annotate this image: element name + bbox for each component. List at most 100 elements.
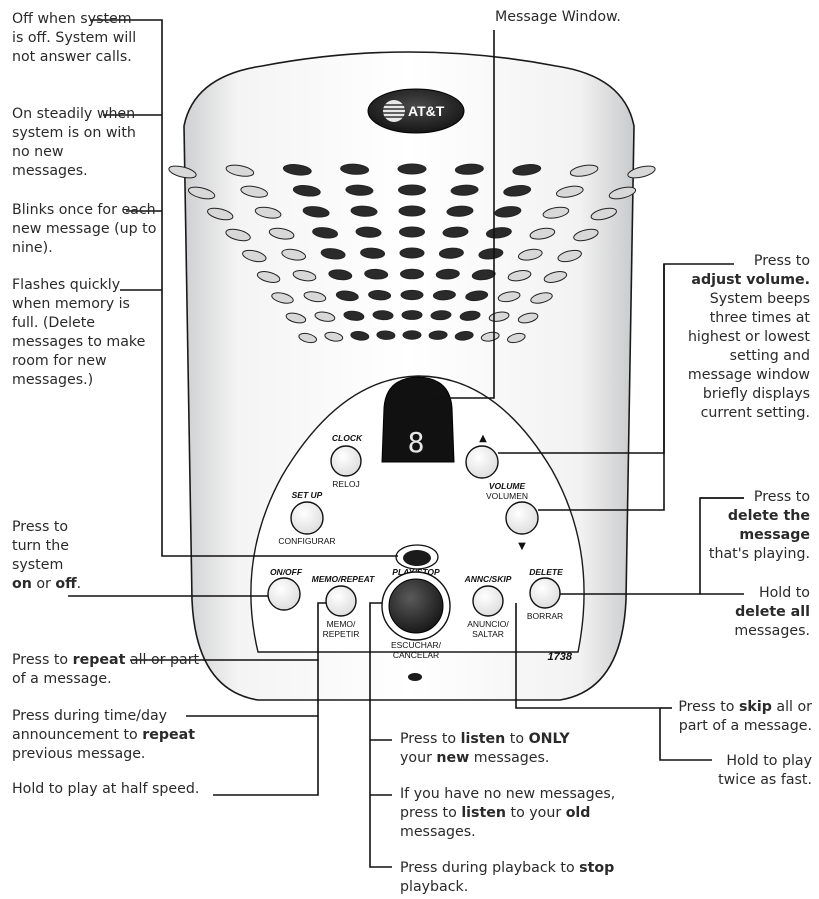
grille-slot — [303, 291, 327, 303]
announce-repeat-callout: Press during time/day announcement to re… — [12, 708, 196, 762]
led-steady-callout: On steadily when system is on with no ne… — [12, 106, 136, 179]
grille-slot — [459, 310, 481, 321]
led-blinks-callout: Blinks once for each new message (up to … — [12, 202, 157, 256]
message-window-callout: Message Window. — [495, 9, 621, 25]
grille-slot — [590, 207, 617, 221]
on-off-button[interactable]: ON/OFF — [267, 567, 303, 611]
svg-text:REPETIR: REPETIR — [323, 629, 360, 639]
grille-slot — [530, 292, 553, 304]
grille-slot — [401, 310, 423, 320]
grille-slot — [364, 268, 389, 280]
grille-slot — [397, 163, 427, 175]
svg-text:RELOJ: RELOJ — [332, 479, 359, 489]
speaker-grille — [168, 163, 656, 344]
grille-slot — [543, 271, 568, 283]
on-off-callout: Press to turn the system on or off. — [12, 519, 82, 592]
grille-slot — [432, 290, 456, 301]
grille-slot — [512, 164, 542, 176]
grille-slot — [302, 206, 330, 218]
grille-slot — [573, 228, 599, 242]
grille-slot — [314, 311, 336, 322]
skip-callout: Press to skip all or part of a message. — [678, 699, 812, 734]
svg-text:ANUNCIO/: ANUNCIO/ — [467, 619, 509, 629]
grille-slot — [517, 248, 543, 261]
svg-text:BORRAR: BORRAR — [527, 611, 563, 621]
svg-text:MEMO/REPEAT: MEMO/REPEAT — [312, 574, 375, 584]
grille-slot — [442, 226, 469, 238]
grille-slot — [569, 164, 599, 177]
grille-slot — [438, 247, 464, 259]
grille-slot — [555, 185, 584, 198]
grille-slot — [507, 270, 532, 282]
grille-slot — [355, 226, 382, 238]
volume-down-button[interactable]: ▼ — [505, 501, 539, 552]
grille-slot — [497, 291, 521, 303]
grille-slot — [256, 271, 281, 283]
grille-slot — [400, 289, 424, 301]
grille-slot — [225, 228, 251, 242]
grille-slot — [328, 269, 353, 281]
grille-slot — [450, 184, 479, 196]
grille-slot — [542, 206, 570, 219]
grille-slot — [340, 163, 370, 175]
grille-slot — [465, 290, 489, 302]
grille-slot — [225, 164, 255, 177]
att-logo: AT&T — [367, 88, 465, 134]
grille-slot — [345, 184, 374, 196]
listen-old-callout: If you have no new messages, press to li… — [400, 786, 616, 840]
listen-new-callout: Press to listen to ONLY your new message… — [400, 731, 570, 766]
grille-slot — [400, 268, 424, 280]
volume-down-arrow: ▼ — [518, 541, 526, 552]
svg-text:SET UP: SET UP — [292, 490, 323, 500]
annc-skip-button[interactable]: ANNC/SKIP ANUNCIO/ SALTAR — [464, 574, 512, 639]
grille-slot — [446, 205, 474, 217]
control-panel — [250, 375, 585, 653]
grille-slot — [312, 227, 339, 239]
grille-slot — [399, 226, 425, 238]
svg-text:SALTAR: SALTAR — [472, 629, 504, 639]
grille-slot — [254, 206, 282, 219]
svg-text:ON/OFF: ON/OFF — [270, 567, 303, 577]
grille-slot — [435, 268, 460, 280]
grille-slot — [454, 330, 474, 341]
grille-slot — [343, 310, 365, 321]
twice-fast-callout: Hold to play twice as fast. — [718, 753, 812, 788]
stop-callout: Press during playback to stop playback. — [400, 860, 615, 895]
play-stop-button[interactable]: PLAY/STOP ESCUCHAR/ CANCELAR — [381, 567, 451, 660]
delete-button[interactable]: DELETE BORRAR — [527, 567, 563, 621]
led-off-callout: Off when system is off. System will not … — [12, 11, 137, 65]
grille-slot — [608, 186, 637, 200]
grille-slot — [471, 269, 496, 281]
volume-up-button[interactable]: ▲ — [465, 433, 499, 479]
memo-repeat-button[interactable]: MEMO/REPEAT MEMO/ REPETIR — [312, 574, 375, 639]
volume-up-arrow: ▲ — [479, 433, 487, 444]
clock-button[interactable]: CLOCK RELOJ — [330, 433, 363, 489]
brand-text: AT&T — [408, 103, 445, 119]
grille-slot — [324, 331, 344, 342]
svg-text:DELETE: DELETE — [529, 567, 563, 577]
setup-button[interactable]: SET UP CONFIGURAR — [278, 490, 335, 546]
grille-slot — [454, 163, 484, 175]
grille-slot — [187, 186, 216, 200]
svg-text:ANNC/SKIP: ANNC/SKIP — [464, 574, 512, 584]
grille-slot — [335, 290, 359, 302]
grille-slot — [398, 205, 426, 217]
svg-text:ESCUCHAR/: ESCUCHAR/ — [391, 640, 442, 650]
grille-slot — [428, 330, 448, 340]
grille-slot — [517, 312, 539, 324]
grille-slot — [281, 248, 307, 261]
grille-slot — [399, 247, 425, 259]
svg-text:CANCELAR: CANCELAR — [393, 650, 439, 660]
svg-text:MEMO/: MEMO/ — [327, 619, 356, 629]
grille-slot — [207, 207, 234, 221]
grille-slot — [282, 164, 312, 176]
grille-slot — [430, 310, 452, 321]
grille-slot — [360, 247, 386, 259]
grille-slot — [350, 330, 370, 341]
svg-text:CLOCK: CLOCK — [332, 433, 363, 443]
grille-slot — [376, 330, 396, 340]
message-window: 8 — [381, 376, 455, 463]
grille-slot — [292, 185, 321, 197]
svg-text:CONFIGURAR: CONFIGURAR — [278, 536, 335, 546]
